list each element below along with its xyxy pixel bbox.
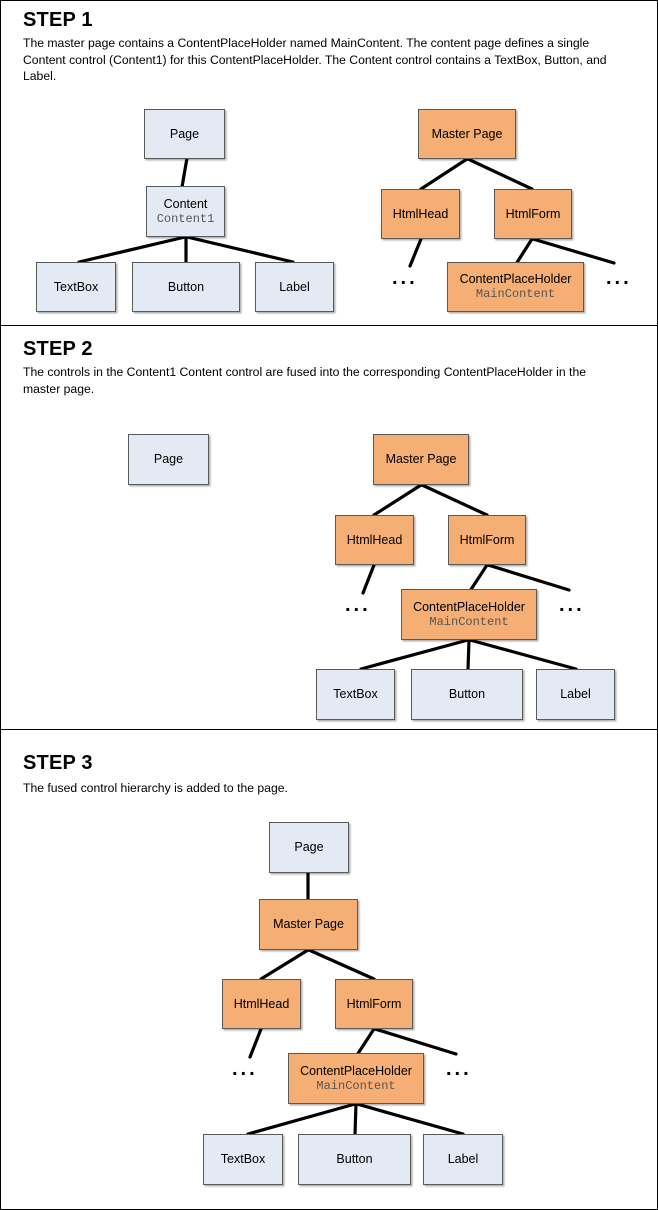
step2-node-page[interactable]: Page bbox=[128, 434, 209, 485]
step3-node-htmlhead[interactable]: HtmlHead bbox=[222, 979, 301, 1029]
node-label: Button bbox=[448, 687, 486, 701]
node-label: Master Page bbox=[273, 917, 344, 931]
node-label: HtmlForm bbox=[505, 206, 561, 221]
step3-ellipsis-right: ... bbox=[446, 1058, 472, 1080]
node-label: HtmlHead bbox=[392, 206, 449, 221]
step-1-description: The master page contains a ContentPlaceH… bbox=[23, 36, 607, 83]
node-label: Label bbox=[279, 279, 310, 294]
step2-node-htmlhead[interactable]: HtmlHead bbox=[335, 515, 414, 565]
step3-node-textbox[interactable]: TextBox bbox=[203, 1134, 283, 1185]
step3-node-label[interactable]: Label bbox=[423, 1134, 503, 1185]
step2-node-textbox[interactable]: TextBox bbox=[316, 669, 395, 720]
step2-node-button[interactable]: Button bbox=[411, 669, 523, 720]
step1-node-button[interactable]: Button bbox=[132, 262, 240, 312]
node-label: TextBox bbox=[220, 1152, 266, 1166]
node-label: Button bbox=[167, 279, 205, 294]
node-label: HtmlHead bbox=[233, 996, 290, 1011]
node-label: Label bbox=[560, 687, 591, 701]
node-label: HtmlForm bbox=[459, 532, 515, 547]
step2-node-contentplaceholder[interactable]: ContentPlaceHolder MainContent bbox=[401, 589, 537, 640]
node-label: ContentPlaceHolder bbox=[413, 599, 525, 614]
step2-node-label[interactable]: Label bbox=[536, 669, 615, 720]
step-3-panel: STEP 3 The fused control hierarchy is ad… bbox=[1, 730, 657, 1209]
step1-node-page[interactable]: Page bbox=[144, 109, 225, 159]
node-label: HtmlForm bbox=[346, 996, 402, 1011]
node-label: Page bbox=[153, 452, 184, 466]
node-label: Button bbox=[336, 1152, 373, 1166]
node-label: Master Page bbox=[431, 126, 503, 141]
step-2-description: The controls in the Content1 Content con… bbox=[23, 365, 586, 396]
step2-node-master-page[interactable]: Master Page bbox=[373, 434, 469, 485]
node-label: TextBox bbox=[333, 687, 378, 701]
step1-node-htmlhead[interactable]: HtmlHead bbox=[381, 189, 460, 239]
step3-node-contentplaceholder[interactable]: ContentPlaceHolder MainContent bbox=[288, 1053, 424, 1104]
step-1-title: STEP 1 bbox=[23, 9, 93, 31]
step1-ellipsis-right: ... bbox=[606, 267, 632, 289]
node-label: Page bbox=[169, 126, 200, 141]
step3-node-htmlform[interactable]: HtmlForm bbox=[335, 979, 413, 1029]
step2-node-htmlform[interactable]: HtmlForm bbox=[448, 515, 526, 565]
step-3-title: STEP 3 bbox=[23, 752, 93, 774]
step3-node-page[interactable]: Page bbox=[269, 822, 349, 873]
step-2-panel: STEP 2 The controls in the Content1 Cont… bbox=[1, 326, 657, 730]
step3-ellipsis-left: ... bbox=[232, 1058, 258, 1080]
step1-node-label[interactable]: Label bbox=[255, 262, 334, 312]
node-sublabel: Content1 bbox=[156, 211, 215, 226]
node-label: ContentPlaceHolder bbox=[459, 272, 572, 286]
step2-ellipsis-left: ... bbox=[345, 594, 371, 616]
node-label: HtmlHead bbox=[346, 532, 403, 547]
node-sublabel: MainContent bbox=[475, 287, 556, 301]
step1-node-htmlform[interactable]: HtmlForm bbox=[494, 189, 572, 239]
step1-ellipsis-left: ... bbox=[392, 267, 418, 289]
node-label: ContentPlaceHolder bbox=[300, 1063, 412, 1078]
step3-node-master-page[interactable]: Master Page bbox=[259, 899, 358, 950]
node-sublabel: MainContent bbox=[429, 614, 509, 629]
node-label: TextBox bbox=[53, 279, 99, 294]
step1-node-contentplaceholder[interactable]: ContentPlaceHolder MainContent bbox=[447, 262, 584, 312]
step2-ellipsis-right: ... bbox=[559, 594, 585, 616]
node-label: Label bbox=[447, 1152, 479, 1166]
step-2-title: STEP 2 bbox=[23, 338, 93, 360]
step-3-description: The fused control hierarchy is added to … bbox=[23, 781, 288, 795]
step1-node-textbox[interactable]: TextBox bbox=[36, 262, 116, 312]
step3-node-button[interactable]: Button bbox=[298, 1134, 411, 1185]
step1-node-content[interactable]: Content Content1 bbox=[146, 186, 225, 237]
node-label: Master Page bbox=[385, 452, 457, 466]
node-label: Content bbox=[163, 196, 208, 211]
node-sublabel: MainContent bbox=[316, 1078, 396, 1093]
step-1-panel: STEP 1 The master page contains a Conten… bbox=[1, 1, 657, 326]
step1-node-master-page[interactable]: Master Page bbox=[418, 109, 516, 159]
node-label: Page bbox=[294, 840, 324, 854]
